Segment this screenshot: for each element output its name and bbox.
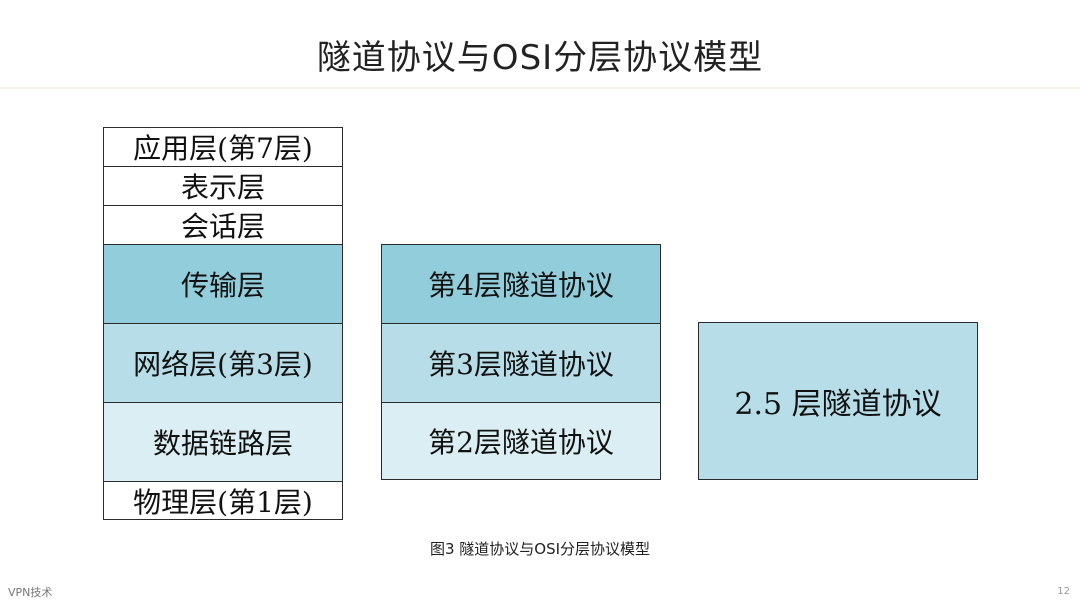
layer4-tunnel-protocol: 第4层隧道协议 xyxy=(381,244,661,324)
slide-title: 隧道协议与OSI分层协议模型 xyxy=(316,38,764,78)
figure-caption: 图3 隧道协议与OSI分层协议模型 xyxy=(429,540,651,558)
osi-physical-layer: 物理层(第1层) xyxy=(103,481,343,520)
osi-session-layer: 会话层 xyxy=(103,205,343,245)
layer2-5-tunnel-protocol: 2.5 层隧道协议 xyxy=(698,322,978,480)
osi-datalink-layer: 数据链路层 xyxy=(103,402,343,482)
layer3-tunnel-protocol: 第3层隧道协议 xyxy=(381,323,661,403)
title-divider xyxy=(0,87,1080,89)
page-number: 12 xyxy=(1057,586,1070,597)
osi-network-layer: 网络层(第3层) xyxy=(103,323,343,403)
footer-text: VPN技术 xyxy=(8,586,53,599)
osi-transport-layer: 传输层 xyxy=(103,244,343,324)
layer2-tunnel-protocol: 第2层隧道协议 xyxy=(381,402,661,480)
osi-application-layer: 应用层(第7层) xyxy=(103,127,343,167)
osi-presentation-layer: 表示层 xyxy=(103,166,343,206)
